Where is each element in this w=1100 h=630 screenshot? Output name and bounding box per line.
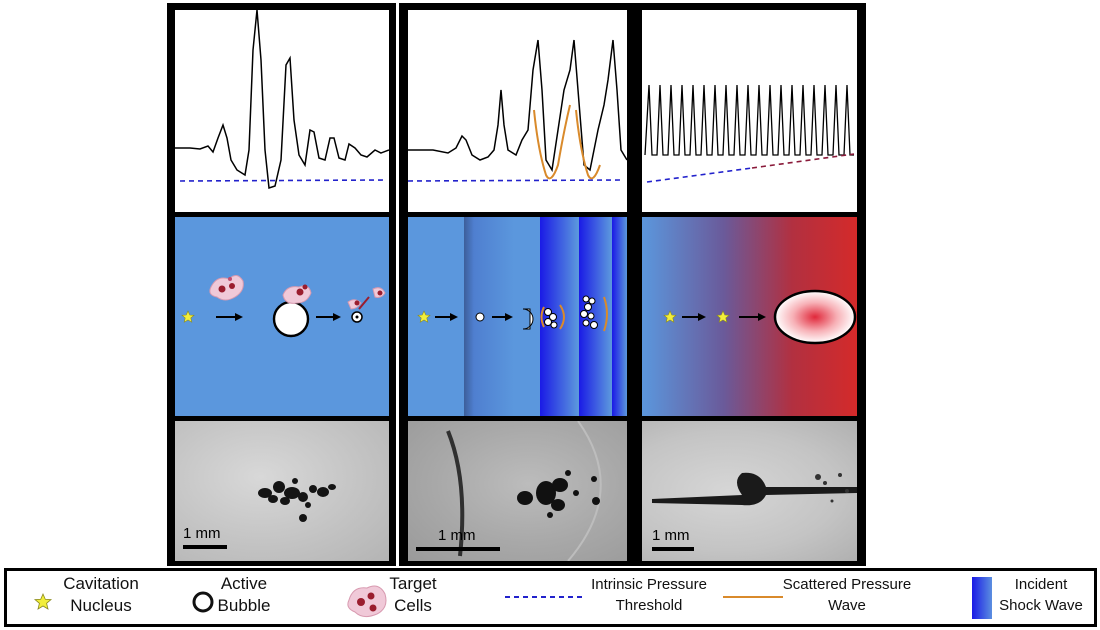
legend-shock-line1: Incident [1014, 576, 1068, 593]
arrow-icon [216, 313, 243, 321]
panel-column-2: 1 mm [399, 3, 636, 566]
boiling-jet-image [652, 472, 857, 506]
cell-cluster-icon [282, 284, 312, 304]
panel-column-1: 1 mm [167, 3, 396, 566]
legend-scattered-line2: Wave [828, 597, 866, 614]
orange-scattered-swatch [723, 596, 783, 598]
boiling-bubble-icon [773, 289, 857, 345]
yellow-star-icon [181, 310, 195, 323]
mechanism-schematic-2 [408, 217, 627, 416]
cell-cluster-icon [347, 585, 387, 618]
scattered-wave-line [533, 104, 571, 180]
bubble-cluster-icon [580, 295, 598, 329]
yellow-star-icon [33, 592, 53, 610]
threshold-line [179, 179, 386, 182]
arrow-icon [435, 313, 458, 321]
yellow-star-icon [417, 310, 431, 323]
panel-column-3: 1 mm [634, 3, 866, 566]
growing-bubble-icon [522, 308, 534, 330]
white-circle-icon [192, 591, 214, 613]
threshold-line [646, 167, 753, 183]
pressure-waveform-3 [642, 10, 857, 212]
arrow-icon [739, 313, 766, 321]
micrograph-2: 1 mm [408, 421, 627, 561]
legend-bubble-line1: Active [220, 574, 268, 593]
scale-bar-label: 1 mm [652, 527, 690, 544]
scale-bar-label: 1 mm [183, 525, 221, 542]
legend-scattered-line1: Scattered Pressure [782, 576, 912, 593]
micrograph-1: 1 mm [175, 421, 389, 561]
legend-box: Cavitation Nucleus Active Bubble Target … [4, 568, 1097, 627]
threshold-line [408, 179, 623, 182]
shock-wave-band [612, 217, 627, 416]
arrow-icon [316, 313, 341, 321]
mechanism-schematic-1 [175, 217, 389, 416]
legend-threshold-line2: Threshold [615, 597, 683, 614]
pressure-trace-line [175, 10, 389, 190]
legend-shock-line2: Shock Wave [999, 597, 1083, 614]
pressure-trace-line [408, 39, 627, 173]
shock-wave-band [540, 217, 578, 416]
mechanism-schematic-3 [642, 217, 857, 416]
dashed-threshold-swatch [505, 596, 585, 598]
white-circle-icon [272, 300, 310, 338]
pressure-waveform-1 [175, 10, 389, 212]
scattered-wave-line [575, 109, 601, 180]
bubble-cloud-image [517, 470, 600, 518]
legend-bubble-line2: Bubble [217, 596, 271, 615]
arrow-icon [492, 313, 513, 321]
fragmented-cell-icon [347, 287, 386, 323]
small-bubble-icon [475, 312, 485, 322]
yellow-star-icon [716, 310, 730, 323]
arrow-icon [682, 313, 706, 321]
cell-cluster-icon [209, 275, 244, 301]
scale-bar [652, 547, 694, 551]
legend-nucleus-line1: Cavitation [63, 574, 139, 593]
threshold-line [751, 153, 855, 169]
legend-cells-line1: Target [389, 574, 437, 593]
scale-bar [183, 545, 227, 549]
scale-bar-label: 1 mm [438, 527, 476, 544]
legend-cells-line2: Cells [394, 596, 432, 615]
legend-threshold-line1: Intrinsic Pressure [591, 576, 707, 593]
legend-nucleus-line2: Nucleus [70, 596, 132, 615]
pressure-waveform-2 [408, 10, 627, 212]
micrograph-3: 1 mm [642, 421, 857, 561]
yellow-star-icon [663, 310, 677, 323]
bubble-cloud-image [258, 478, 336, 522]
scale-bar [416, 547, 500, 551]
shock-wave-swatch [972, 577, 992, 619]
shock-front-image [446, 430, 465, 557]
debris-image [815, 473, 849, 503]
pressure-trace-line [644, 84, 854, 156]
bubble-cluster-icon [544, 308, 558, 329]
